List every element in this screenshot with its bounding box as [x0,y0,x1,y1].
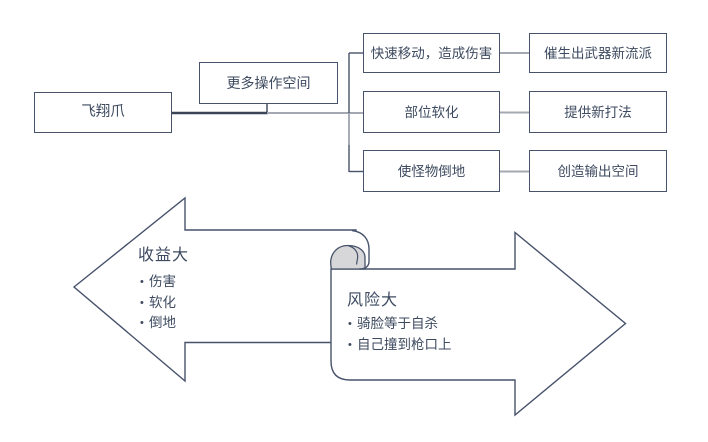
node-root: 飞翔爪 [34,92,172,133]
page-curl-fold-line [347,244,359,265]
benefit-arrow-title: 收益大 [138,247,190,264]
node-outcome-2: 提供新打法 [529,91,667,133]
node-outcome-3: 创造输出空间 [529,150,667,192]
page-curl-outer-edge [351,229,370,270]
node-hub: 更多操作空间 [199,62,338,104]
node-root-label: 飞翔爪 [81,104,125,120]
risk-list-item: 自己撞到枪口上 [348,335,452,356]
node-branch-1: 快速移动，造成伤害 [363,33,500,73]
risk-arrow-shape [330,231,627,417]
node-branch-2-label: 部位软化 [404,104,459,120]
node-outcome-1-label: 催生出武器新流派 [544,45,652,61]
benefit-list-item: 伤害 [140,272,176,293]
node-hub-label: 更多操作空间 [226,74,311,91]
node-branch-3-label: 使怪物倒地 [397,163,466,179]
benefit-list-item: 倒地 [140,313,176,334]
risk-arrow-title: 风险大 [347,292,399,309]
node-outcome-2-label: 提供新打法 [564,104,632,120]
node-outcome-1: 催生出武器新流派 [529,33,667,73]
node-branch-3: 使怪物倒地 [363,150,500,192]
benefit-list-item: 软化 [140,293,176,314]
risk-arrow-list: 骑脸等于自杀 自己撞到枪口上 [348,314,452,355]
benefit-arrow-shape [72,196,357,383]
benefit-arrow-list: 伤害 软化 倒地 [140,272,176,334]
node-branch-1-label: 快速移动，造成伤害 [370,45,493,61]
node-outcome-3-label: 创造输出空间 [557,163,639,179]
risk-list-item: 骑脸等于自杀 [348,314,452,335]
node-branch-2: 部位软化 [363,91,500,133]
